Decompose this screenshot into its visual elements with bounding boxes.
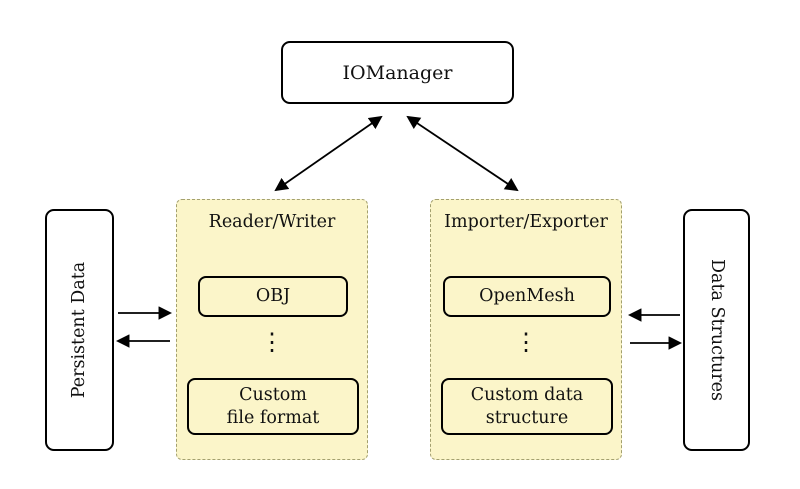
custom-file-format-box: Custom file format (187, 378, 359, 435)
importer-exporter-title: Importer/Exporter (444, 212, 608, 232)
obj-box: OBJ (198, 276, 348, 317)
custom-data-structure-line1: Custom data (470, 384, 584, 405)
custom-data-structure-box: Custom data structure (441, 378, 613, 435)
data-structures-label: Data Structures (706, 259, 727, 401)
importer-exporter-group: Importer/Exporter OpenMesh ⋮ Custom data… (430, 199, 622, 460)
data-structures-box: Data Structures (683, 209, 750, 451)
custom-file-format-line2: file format (226, 407, 320, 428)
reader-writer-group: Reader/Writer OBJ ⋮ Custom file format (176, 199, 368, 460)
obj-label: OBJ (255, 286, 291, 307)
arrow-iomanager-readerwriter (274, 115, 383, 192)
iomanager-label: IOManager (342, 61, 453, 84)
reader-writer-title: Reader/Writer (208, 212, 336, 232)
custom-file-format-line1: Custom (239, 384, 307, 405)
importer-exporter-ellipsis: ⋮ (514, 328, 538, 356)
openmesh-label: OpenMesh (479, 286, 575, 307)
reader-writer-ellipsis: ⋮ (260, 328, 284, 356)
custom-data-structure-line2: structure (485, 407, 569, 428)
persistent-data-label: Persistent Data (69, 261, 90, 399)
iomanager-box: IOManager (281, 41, 514, 104)
arrow-iomanager-importerexporter (406, 115, 519, 192)
persistent-data-box: Persistent Data (45, 209, 114, 451)
openmesh-box: OpenMesh (443, 276, 611, 317)
